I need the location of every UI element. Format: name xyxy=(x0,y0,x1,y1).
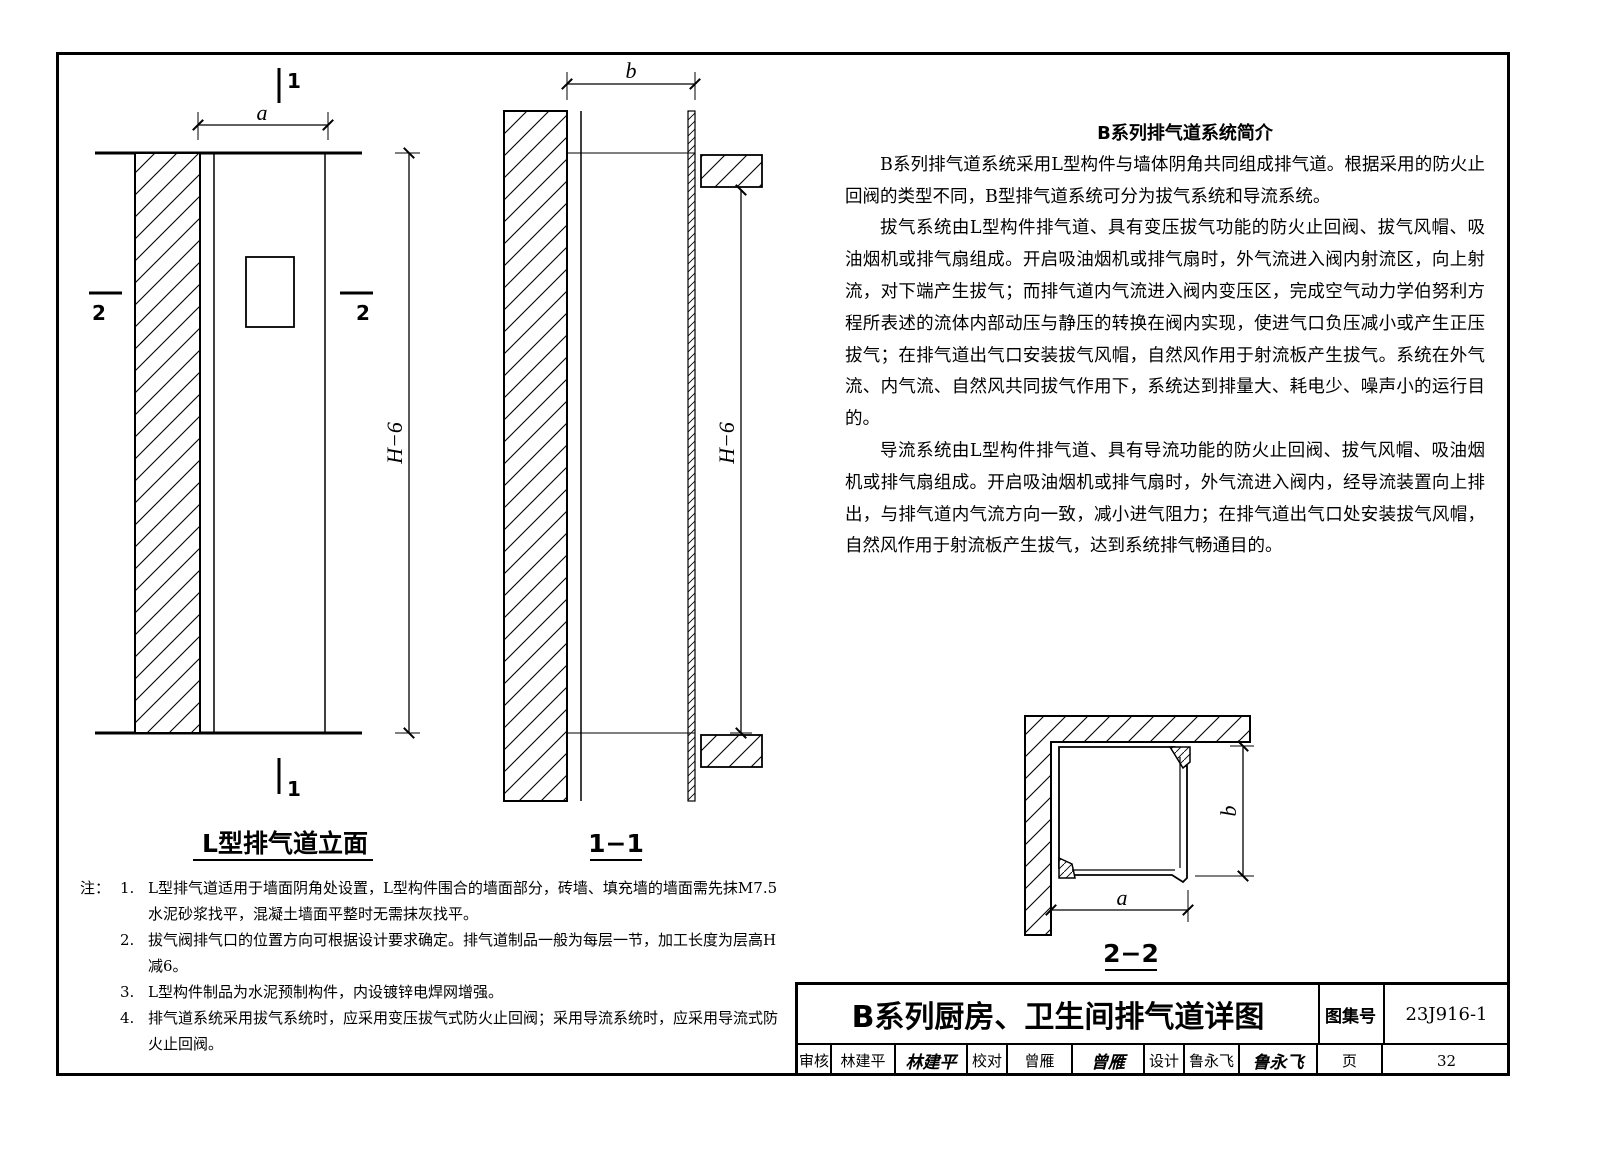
note-text: 拔气阀排气口的位置方向可根据设计要求确定。排气道制品一般为每层一节，加工长度为层… xyxy=(148,931,777,975)
designer-signature: 鲁永飞 xyxy=(1240,1045,1318,1076)
elevation-figure: a H−6 1 1 2 2 L型排气道立面 xyxy=(89,68,420,861)
note-number: 2. xyxy=(120,931,135,949)
title-block: B系列厨房、卫生间排气道详图 图集号 23J916-1 审核 林建平 林建平 校… xyxy=(795,982,1510,1076)
intro-title: B系列排气道系统简介 xyxy=(1097,123,1273,144)
checker-signature: 曾雁 xyxy=(1073,1045,1145,1076)
section-mark-2-left: 2 xyxy=(92,301,106,325)
elevation-title: L型排气道立面 xyxy=(202,829,368,858)
section-2-2-dim-a: a xyxy=(1117,885,1128,910)
intro-paragraph-2: 拔气系统由L型构件排气道、具有变压拔气功能的防火止回阀、拔气风帽、吸油烟机或排气… xyxy=(845,218,1485,430)
elevation-dim-h: H−6 xyxy=(382,422,407,465)
note-text: 排气道系统采用拔气系统时，应采用变压拔气式防火止回阀；采用导流系统时，应采用导流… xyxy=(148,1009,779,1053)
note-number: 3. xyxy=(120,983,135,1001)
note-item: 3. L型构件制品为水泥预制构件，内设镀锌电焊网增强。 xyxy=(80,979,790,1005)
check-label: 校对 xyxy=(968,1045,1008,1076)
drawing-frame xyxy=(56,52,1510,1076)
page-number: 32 xyxy=(1436,1051,1457,1070)
design-label: 设计 xyxy=(1145,1045,1185,1076)
note-item: 2. 拔气阀排气口的位置方向可根据设计要求确定。排气道制品一般为每层一节，加工长… xyxy=(80,927,790,979)
section-mark-2-right: 2 xyxy=(356,301,370,325)
notes-block: 注： 1. L型排气道适用于墙面阴角处设置，L型构件围合的墙面部分，砖墙、填充墙… xyxy=(80,875,790,1057)
note-item: 注： 1. L型排气道适用于墙面阴角处设置，L型构件围合的墙面部分，砖墙、填充墙… xyxy=(80,875,790,927)
reviewer-signature: 林建平 xyxy=(896,1045,968,1076)
note-item: 4. 排气道系统采用拔气系统时，应采用变压拔气式防火止回阀；采用导流系统时，应采… xyxy=(80,1005,790,1057)
section-1-1-figure: b H−6 1−1 xyxy=(503,58,763,861)
notes-prefix: 注： xyxy=(80,879,111,897)
reviewer-name: 林建平 xyxy=(832,1045,896,1076)
note-number: 4. xyxy=(120,1009,135,1027)
note-number: 1. xyxy=(120,879,135,897)
section-mark-1-bottom: 1 xyxy=(287,777,301,801)
section-1-1-dim-b: b xyxy=(626,58,637,83)
section-mark-1-top: 1 xyxy=(287,69,301,93)
checker-name: 曾雁 xyxy=(1008,1045,1073,1076)
designer-name: 鲁永飞 xyxy=(1185,1045,1240,1076)
review-label: 审核 xyxy=(798,1045,832,1076)
section-2-2-dim-b: b xyxy=(1216,806,1241,817)
section-1-1-title: 1−1 xyxy=(588,829,644,858)
intro-paragraph-1: B系列排气道系统采用L型构件与墙体阴角共同组成排气道。根据采用的防火止回阀的类型… xyxy=(845,154,1485,207)
page-label: 页 xyxy=(1318,1045,1383,1076)
elevation-dim-a: a xyxy=(257,100,268,125)
section-2-2-title: 2−2 xyxy=(1103,939,1159,968)
atlas-number: 23J916-1 xyxy=(1405,1003,1488,1025)
intro-block: B系列排气道系统简介 B系列排气道系统采用L型构件与墙体阴角共同组成排气道。根据… xyxy=(845,118,1485,563)
intro-paragraph-3: 导流系统由L型构件排气道、具有导流功能的防火止回阀、拔气风帽、吸油烟机或排气扇组… xyxy=(845,440,1485,557)
section-2-2-figure: b a 2−2 xyxy=(1024,715,1254,971)
atlas-label: 图集号 xyxy=(1318,985,1385,1043)
note-text: L型排气道适用于墙面阴角处设置，L型构件围合的墙面部分，砖墙、填充墙的墙面需先抹… xyxy=(148,879,778,923)
section-1-1-dim-h: H−6 xyxy=(714,422,739,465)
note-text: L型构件制品为水泥预制构件，内设镀锌电焊网增强。 xyxy=(148,983,503,1001)
drawing-title: B系列厨房、卫生间排气道详图 xyxy=(798,985,1320,1043)
